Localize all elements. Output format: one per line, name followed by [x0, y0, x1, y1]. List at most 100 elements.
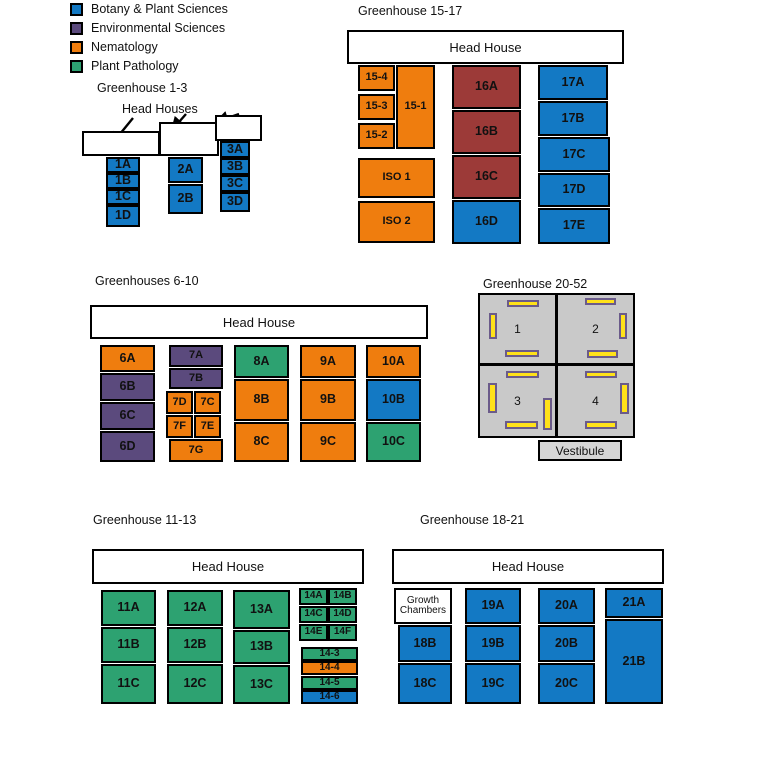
room-12C[interactable]: 12C [167, 664, 223, 704]
room-10B[interactable]: 10B [366, 379, 421, 421]
room-17D[interactable]: 17D [538, 173, 610, 207]
room-7G[interactable]: 7G [169, 439, 223, 462]
room-18C[interactable]: 18C [398, 663, 452, 704]
room-7A[interactable]: 7A [169, 345, 223, 367]
room-11C[interactable]: 11C [101, 664, 156, 704]
room-iso-2[interactable]: ISO 2 [358, 201, 435, 243]
room-6A[interactable]: 6A [100, 345, 155, 372]
room-11B[interactable]: 11B [101, 627, 156, 663]
room-label: 7B [188, 371, 204, 384]
room-14E[interactable]: 14E [299, 624, 328, 641]
room-label: 1B [115, 173, 131, 188]
head-house-label: Head House [222, 314, 296, 330]
room-6C[interactable]: 6C [100, 402, 155, 430]
room-16A[interactable]: 16A [452, 65, 521, 109]
room-14B[interactable]: 14B [328, 588, 357, 605]
room-14-5[interactable]: 14-5 [301, 676, 358, 690]
room-6D[interactable]: 6D [100, 431, 155, 462]
room-14C[interactable]: 14C [299, 606, 328, 623]
room-14-6[interactable]: 14-6 [301, 690, 358, 704]
room-13A[interactable]: 13A [233, 590, 290, 629]
room-label: 14-5 [319, 676, 340, 688]
room-21A[interactable]: 21A [605, 588, 663, 618]
room-13B[interactable]: 13B [233, 630, 290, 664]
room-1B[interactable]: 1B [106, 173, 140, 189]
room-13C[interactable]: 13C [233, 665, 290, 704]
room-8B[interactable]: 8B [234, 379, 289, 421]
room-12A[interactable]: 12A [167, 590, 223, 626]
room-1D[interactable]: 1D [106, 205, 140, 227]
room-20B[interactable]: 20B [538, 625, 595, 662]
bench-icon [507, 300, 539, 307]
room-7B[interactable]: 7B [169, 368, 223, 389]
room-20C[interactable]: 20C [538, 663, 595, 704]
legend-item-nematology: Nematology [70, 40, 158, 54]
room-16B[interactable]: 16B [452, 110, 521, 154]
room-9A[interactable]: 9A [300, 345, 356, 378]
room-label: 13A [250, 601, 273, 616]
head-house-6-10: Head House [90, 305, 428, 339]
bench-icon [543, 398, 552, 430]
room-2B[interactable]: 2B [168, 184, 203, 214]
room-15-4[interactable]: 15-4 [358, 65, 395, 91]
room-18B[interactable]: 18B [398, 625, 452, 662]
room-label: 11B [117, 637, 140, 652]
room-label: 10B [382, 392, 405, 407]
room-iso-1[interactable]: ISO 1 [358, 158, 435, 198]
room-3D[interactable]: 3D [220, 192, 250, 212]
room-19C[interactable]: 19C [465, 663, 521, 704]
room-15-2[interactable]: 15-2 [358, 123, 395, 149]
room-14A[interactable]: 14A [299, 588, 328, 605]
room-15-3[interactable]: 15-3 [358, 94, 395, 120]
room-16D[interactable]: 16D [452, 200, 521, 244]
room-3A[interactable]: 3A [220, 141, 250, 158]
room-label: 3A [227, 141, 243, 156]
room-14D[interactable]: 14D [328, 606, 357, 623]
room-8A[interactable]: 8A [234, 345, 289, 378]
room-7F[interactable]: 7F [166, 415, 193, 438]
room-11A[interactable]: 11A [101, 590, 156, 626]
room-label: 2 [592, 322, 599, 336]
room-16C[interactable]: 16C [452, 155, 521, 199]
room-19B[interactable]: 19B [465, 625, 521, 662]
room-7E[interactable]: 7E [194, 415, 221, 438]
room-17E[interactable]: 17E [538, 208, 610, 244]
room-8C[interactable]: 8C [234, 422, 289, 462]
room-label: 15-3 [365, 100, 388, 113]
room-label: 1C [115, 189, 131, 204]
head-house-3 [215, 115, 262, 141]
room-12B[interactable]: 12B [167, 627, 223, 663]
room-label: 18B [413, 635, 437, 650]
room-label: 14-6 [319, 690, 340, 702]
room-14F[interactable]: 14F [328, 624, 357, 641]
room-20A[interactable]: 20A [538, 588, 595, 624]
room-14-4[interactable]: 14-4 [301, 661, 358, 675]
room-7C[interactable]: 7C [194, 391, 221, 414]
room-9C[interactable]: 9C [300, 422, 356, 462]
room-2A[interactable]: 2A [168, 157, 203, 183]
room-9B[interactable]: 9B [300, 379, 356, 421]
room-17A[interactable]: 17A [538, 65, 608, 100]
room-label: 6C [119, 408, 136, 423]
room-1A[interactable]: 1A [106, 157, 140, 173]
room-21B[interactable]: 21B [605, 619, 663, 704]
room-10A[interactable]: 10A [366, 345, 421, 378]
room-17C[interactable]: 17C [538, 137, 610, 172]
room-growth-chambers[interactable]: Growth Chambers [394, 588, 452, 624]
bench-icon [505, 350, 539, 357]
room-17B[interactable]: 17B [538, 101, 608, 136]
room-7D[interactable]: 7D [166, 391, 193, 414]
bench-icon [585, 371, 617, 378]
vestibule[interactable]: Vestibule [538, 440, 622, 461]
room-15-1[interactable]: 15-1 [396, 65, 435, 149]
room-3C[interactable]: 3C [220, 175, 250, 192]
room-label: 17E [562, 218, 586, 233]
room-10C[interactable]: 10C [366, 422, 421, 462]
legend-item-environmental: Environmental Sciences [70, 21, 225, 35]
room-14-3[interactable]: 14-3 [301, 647, 358, 661]
room-19A[interactable]: 19A [465, 588, 521, 624]
room-3B[interactable]: 3B [220, 158, 250, 175]
room-label: 20B [555, 635, 578, 650]
room-1C[interactable]: 1C [106, 189, 140, 205]
room-6B[interactable]: 6B [100, 373, 155, 401]
